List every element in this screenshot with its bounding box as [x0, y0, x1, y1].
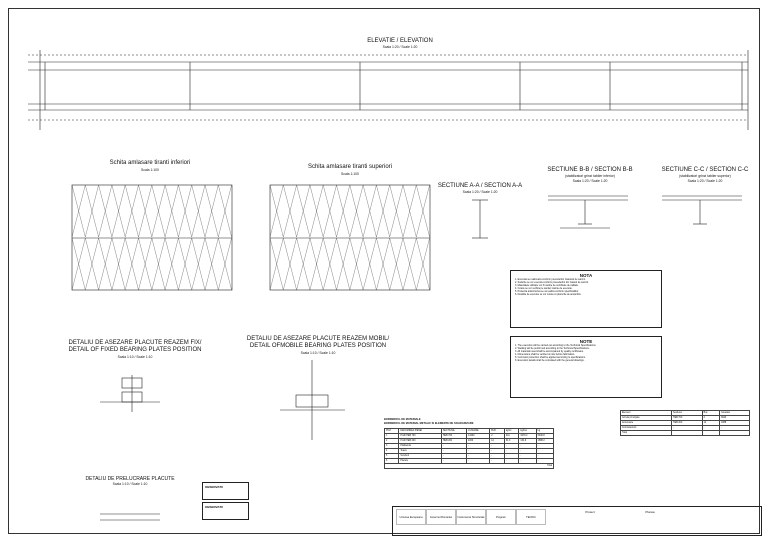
note-line: 4. Cotele se vor verifica pe santier ina…: [515, 287, 573, 291]
note-line: 5. Protectia anticoroziva se va realiza …: [515, 290, 579, 294]
note-line: 3. All materials used shall be accompani…: [515, 350, 584, 354]
lower-bracing-scale: Scala 1:100: [141, 168, 159, 172]
detail-fixed-title-en: DETAIL OF FIXED BEARING PLATES POSITION: [68, 347, 202, 353]
notes-romanian: NOTA 1. Executia se realizeaza conform p…: [510, 270, 662, 328]
note-line: 6. Detaliile de executie se vor corela c…: [515, 293, 582, 297]
title-block-project: Proiect: [585, 510, 595, 514]
note-line: 2. Welding will be performed according t…: [515, 347, 590, 351]
section-cc-scale: Scala 1:20 / Scale 1:20: [687, 179, 723, 183]
note-line: 1. Executia se realizeaza conform preved…: [515, 278, 586, 281]
lower-bracing-title: Schita amlasare tiranti inferiori: [109, 160, 191, 166]
sponsor-logo: Uniunea Europeana: [396, 509, 426, 525]
detail-mobile-scale: Scala 1:10 / Scale 1:10: [300, 351, 336, 355]
observation-box-1: OBSERVATII: [202, 482, 249, 500]
section-cc-title: SECTIUNE C-C / SECTION C-C: [661, 167, 749, 173]
bom-title-2: BORDEROUL DE MATERIAL METALIC SI ELEMENT…: [384, 422, 474, 425]
drawing-frame: [8, 8, 760, 534]
sponsor-logo: TECNIC: [516, 509, 546, 525]
table-row: Total: [619, 430, 750, 436]
title-block: [392, 506, 762, 536]
upper-bracing-scale: Scala 1:100: [341, 172, 359, 176]
section-aa-title: SECTIUNE A-A / SECTION A-A: [437, 183, 523, 189]
table-cell: Total: [384, 463, 554, 469]
section-bb-scale: Scala 1:20 / Scale 1:20: [572, 179, 608, 183]
detail-fixed-title-ro: DETALIU DE ASEZARE PLACUTE REAZEM FIX/: [68, 340, 202, 346]
section-bb-title: SECTIUNE B-B / SECTION B-B: [547, 167, 633, 173]
notes-english: NOTE 1. The execution will be carried ou…: [510, 336, 662, 398]
elevation-scale: Scala 1:20 / Scale 1:20: [382, 45, 418, 49]
sponsor-logo: Instrumente Structurale: [456, 509, 486, 525]
note-line: 4. Dimensions shall be verified on site …: [515, 353, 575, 357]
note-line: 5. Corrosion protection shall be applied…: [515, 356, 586, 360]
note-line: 1. The execution will be carried out acc…: [515, 344, 597, 347]
observation-box-2: OBSERVATII: [202, 502, 249, 520]
note-line: 3. Materialele utilizate vor fi insotite…: [515, 284, 579, 288]
detail-mobile-title-ro: DETALIU DE ASEZARE PLACUTE REAZEM MOBIL/: [246, 336, 390, 342]
detail-mobile-title-en: DETAIL OFMOBILE BEARING PLATES POSITION: [249, 343, 387, 349]
detail-fixed-scale: Scala 1:10 / Scale 1:10: [117, 355, 153, 359]
detail-plates-scale: Scala 1:10 / Scale 1:10: [112, 482, 148, 486]
sponsor-logo: Program: [486, 509, 516, 525]
note-line: 6. Execution details shall be correlated…: [515, 359, 585, 363]
table-cell: [701, 430, 721, 436]
table-cell: [719, 430, 750, 436]
section-aa-scale: Scala 1:20 / Scale 1:20: [462, 190, 498, 194]
table-row-total: Total: [384, 463, 554, 469]
section-cc-note: (stabilizatori grinzi tablier superior): [679, 174, 731, 178]
section-bb-note: (stabilizatori grinzi tablier inferior): [565, 174, 615, 178]
bom-title-1: BORDEROUL DE MATERIALE: [384, 418, 421, 421]
elevation-title: ELEVATIE / ELEVATION: [367, 38, 433, 44]
detail-plates-title: DETALIU DE PRELUCRARE PLACUTE: [85, 476, 175, 482]
table-cell: Total: [619, 430, 673, 436]
sponsor-logo: Guvernul Romaniei: [426, 509, 456, 525]
upper-bracing-title: Schita amlasare tiranti superiori: [307, 164, 393, 170]
title-block-drawing: Plansa: [645, 510, 655, 514]
table-cell: [671, 430, 703, 436]
note-line: 2. Sudurile se vor executa conform preve…: [515, 281, 589, 285]
